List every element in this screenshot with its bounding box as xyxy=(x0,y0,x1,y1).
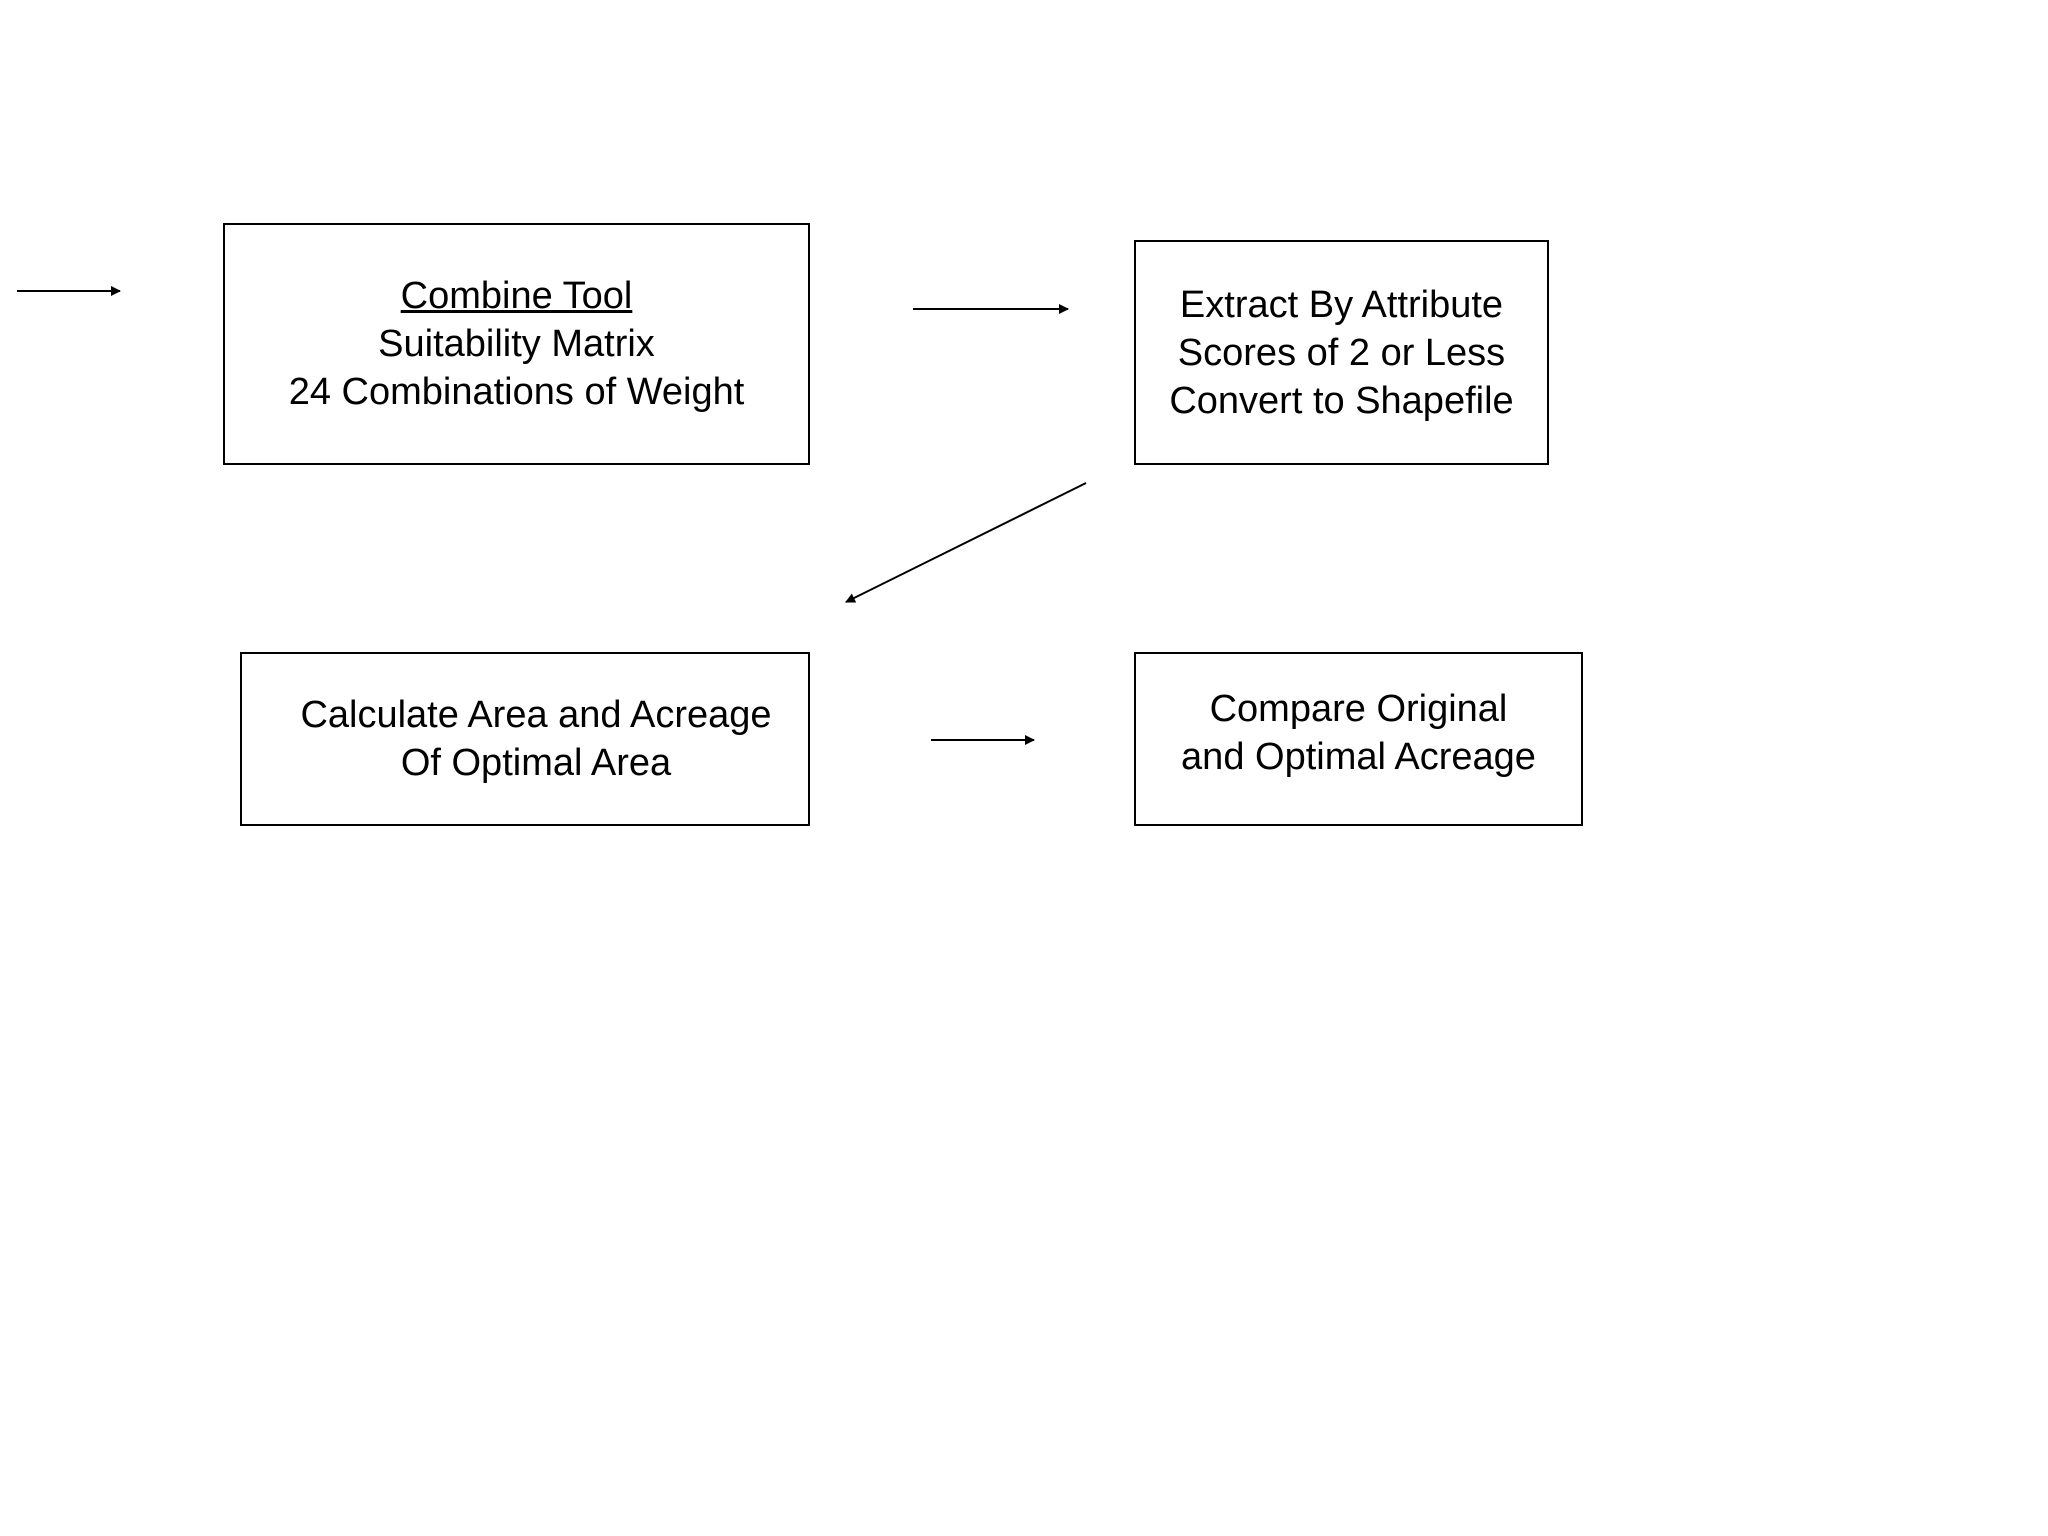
arrow-extract-to-calculate xyxy=(845,482,1087,603)
node-calculate-line2: Of Optimal Area xyxy=(400,742,672,784)
node-extract-by-attribute: Extract By Attribute Scores of 2 or Less… xyxy=(1134,240,1549,465)
node-calculate-area: Calculate Area and Acreage Of Optimal Ar… xyxy=(240,652,810,826)
node-extract-line3: Convert to Shapefile xyxy=(1169,379,1514,422)
node-combine-title: Combine Tool xyxy=(400,275,633,317)
node-combine-tool: Combine Tool Suitability Matrix 24 Combi… xyxy=(223,223,810,465)
node-compare-acreage: Compare Original and Optimal Acreage xyxy=(1134,652,1583,826)
node-extract-line2: Scores of 2 or Less xyxy=(1177,331,1506,374)
node-extract-line1: Extract By Attribute xyxy=(1179,283,1504,326)
node-combine-line3: 24 Combinations of Weight xyxy=(288,371,745,413)
node-compare-line1: Compare Original xyxy=(1209,688,1508,730)
node-combine-line2: Suitability Matrix xyxy=(378,323,655,365)
node-calculate-line1: Calculate Area and Acreage xyxy=(300,694,772,736)
node-compare-line2: and Optimal Acreage xyxy=(1181,736,1536,778)
